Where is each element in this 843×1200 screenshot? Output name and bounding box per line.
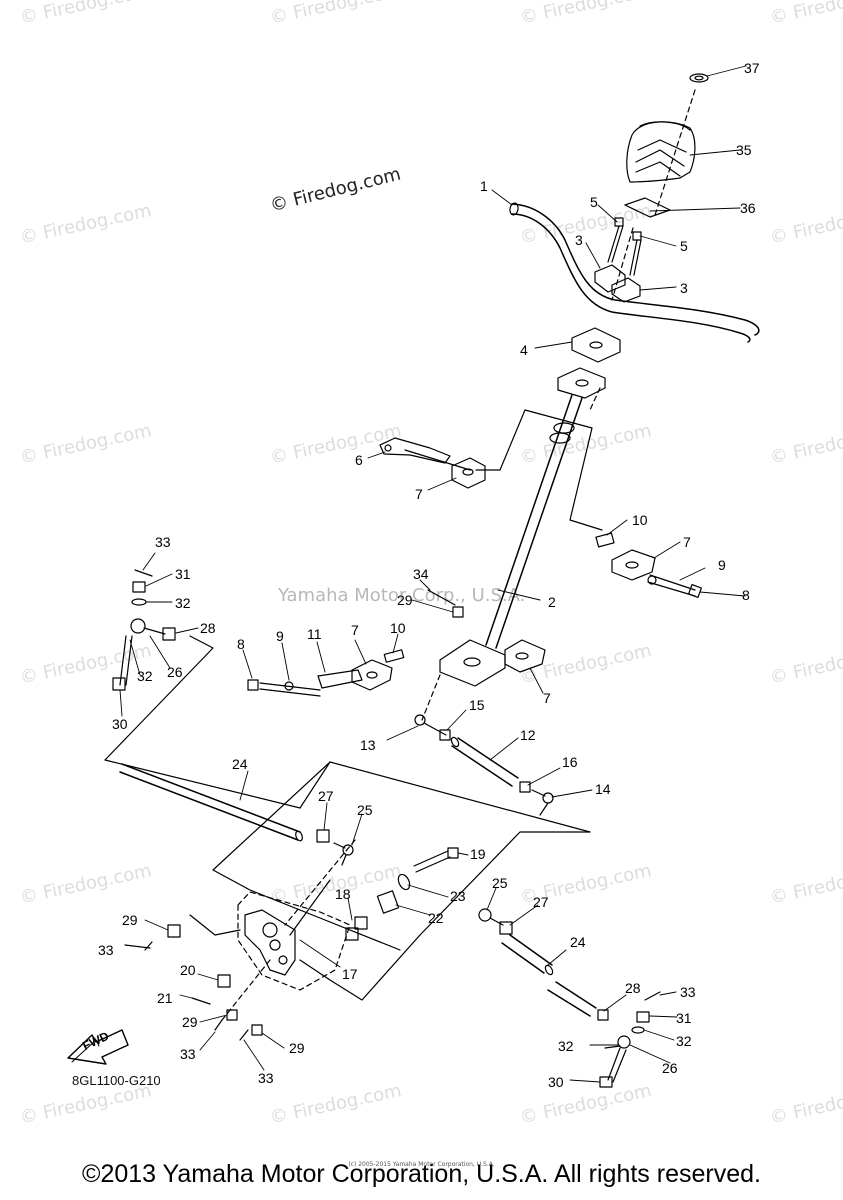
- callout: 7: [415, 486, 423, 502]
- callout: 5: [680, 238, 688, 254]
- collar-right: [595, 532, 615, 548]
- callout: 3: [680, 280, 688, 296]
- callout: 29: [397, 592, 413, 608]
- callout: 10: [390, 620, 406, 636]
- leader-dashed: [221, 89, 696, 1021]
- callout: 26: [167, 664, 183, 680]
- callout: 17: [342, 966, 358, 982]
- callout: 24: [570, 934, 586, 950]
- tie-rod-long-upper: [119, 763, 354, 866]
- callout: 32: [676, 1033, 692, 1049]
- link-right: [647, 574, 703, 599]
- callout: 33: [155, 534, 171, 550]
- nut-center: [427, 589, 464, 618]
- callout: 7: [543, 690, 551, 706]
- callout: 18: [335, 886, 351, 902]
- tie-rod-right: [478, 908, 661, 1088]
- center-watermark: Yamaha Motor Corp., U.S.A.: [278, 585, 526, 606]
- diagram-code: 8GL1100-G210: [72, 1073, 161, 1088]
- bolt-5-right: [629, 231, 642, 276]
- support-arm: [379, 437, 471, 471]
- callout: 20: [180, 962, 196, 978]
- callout: 29: [122, 912, 138, 928]
- callout: 29: [289, 1040, 305, 1056]
- callout: 34: [413, 566, 429, 582]
- pitman-arm: [244, 879, 331, 976]
- callout: 8: [742, 587, 750, 603]
- callout: 14: [595, 781, 611, 797]
- callout: 26: [662, 1060, 678, 1076]
- callout: 33: [98, 942, 114, 958]
- callout: 27: [533, 894, 549, 910]
- callout: 35: [736, 142, 752, 158]
- callout: 21: [157, 990, 173, 1006]
- callout: 32: [175, 595, 191, 611]
- holder-lower: [571, 327, 621, 363]
- callout: 28: [200, 620, 216, 636]
- callout: 1: [480, 178, 488, 194]
- callout: 36: [740, 200, 756, 216]
- cover-plate: [624, 197, 671, 218]
- frame-upper: [475, 409, 603, 531]
- callout: 7: [351, 622, 359, 638]
- handlebar-cover: [626, 121, 696, 183]
- clamp-lower-right: [504, 639, 546, 673]
- callout: 3: [575, 232, 583, 248]
- callout: 7: [683, 534, 691, 550]
- callout: 28: [625, 980, 641, 996]
- steering-column: [439, 394, 583, 687]
- callout: 4: [520, 342, 528, 358]
- bolt-5-left: [607, 217, 624, 263]
- callout: 9: [276, 628, 284, 644]
- leader-lines: [119, 65, 747, 1083]
- callout: 33: [258, 1070, 274, 1086]
- callout: 30: [548, 1074, 564, 1090]
- callout: 15: [469, 697, 485, 713]
- callout: 25: [357, 802, 373, 818]
- lower-left-hardware: [124, 924, 263, 1041]
- callout: 13: [360, 737, 376, 753]
- tie-rod-center: [414, 714, 554, 816]
- callout: 31: [175, 566, 191, 582]
- callout: 16: [562, 754, 578, 770]
- callout: 6: [355, 452, 363, 468]
- frame-tie-rods: [104, 635, 591, 1001]
- callout: 5: [590, 194, 598, 210]
- grommet: [689, 73, 709, 83]
- callout: 32: [558, 1038, 574, 1054]
- callout: 25: [492, 875, 508, 891]
- callout: 29: [182, 1014, 198, 1030]
- ball-joint-left: [112, 569, 176, 691]
- callout: 23: [450, 888, 466, 904]
- callout: 33: [180, 1046, 196, 1062]
- tiny-copyright: (c) 2005-2015 Yamaha Motor Corporation, …: [348, 1161, 495, 1168]
- callout: 2: [548, 594, 556, 610]
- callout: 19: [470, 846, 486, 862]
- callout: 22: [428, 910, 444, 926]
- holder-upper: [594, 264, 641, 303]
- callout: 12: [520, 727, 536, 743]
- clamp-upper: [451, 457, 486, 489]
- callout: 11: [307, 626, 322, 642]
- column-bracket: [557, 367, 606, 399]
- callout: 24: [232, 756, 248, 772]
- callout: 32: [137, 668, 153, 684]
- callout: 8: [237, 636, 245, 652]
- handlebar: [509, 202, 760, 343]
- link-left: [247, 649, 405, 697]
- pivot-hardware: [345, 847, 459, 941]
- callout: 10: [632, 512, 648, 528]
- callout: 27: [318, 788, 334, 804]
- copyright-footer: ©2013 Yamaha Motor Corporation, U.S.A. A…: [82, 1160, 761, 1188]
- callout: 9: [718, 557, 726, 573]
- fwd-arrow: [67, 1029, 129, 1065]
- callout: 37: [744, 60, 760, 76]
- callout: 33: [680, 984, 696, 1000]
- frame-pitman-dashed: [237, 891, 351, 991]
- callout: 31: [676, 1010, 692, 1026]
- clamp-right: [611, 549, 656, 581]
- callout: 30: [112, 716, 128, 732]
